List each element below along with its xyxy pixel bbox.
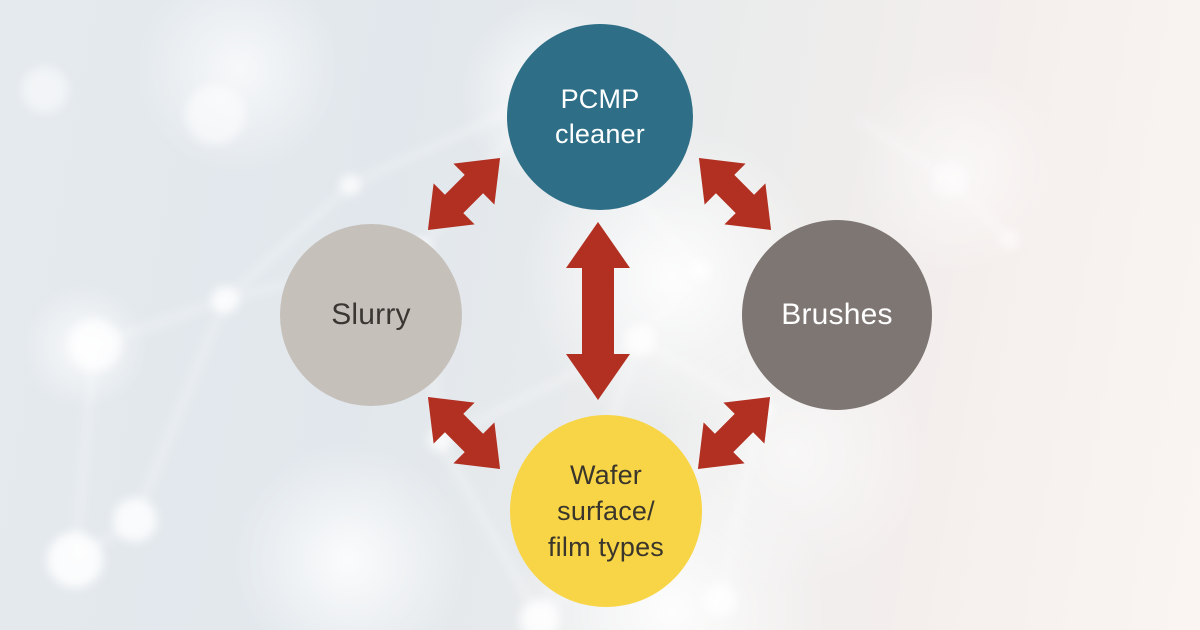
node-pcmp-cleaner: PCMP cleaner [507, 24, 693, 210]
node-brushes: Brushes [742, 220, 932, 410]
arrow-slurry-wafer-icon [407, 376, 520, 489]
arrow-brushes-wafer-icon [677, 376, 790, 489]
arrow-pcmp-wafer-icon [566, 222, 630, 400]
node-slurry: Slurry [280, 224, 462, 406]
node-label-pcmp-cleaner: PCMP cleaner [555, 84, 645, 149]
arrow-pcmp-slurry-icon [407, 137, 520, 250]
node-wafer-surface-film-types: Wafer surface/ film types [510, 415, 702, 607]
node-label-brushes: Brushes [781, 298, 893, 331]
arrow-pcmp-brushes-icon [678, 137, 791, 250]
node-label-slurry: Slurry [331, 298, 411, 331]
node-label-wafer-surface-film-types: Wafer surface/ film types [547, 460, 665, 562]
